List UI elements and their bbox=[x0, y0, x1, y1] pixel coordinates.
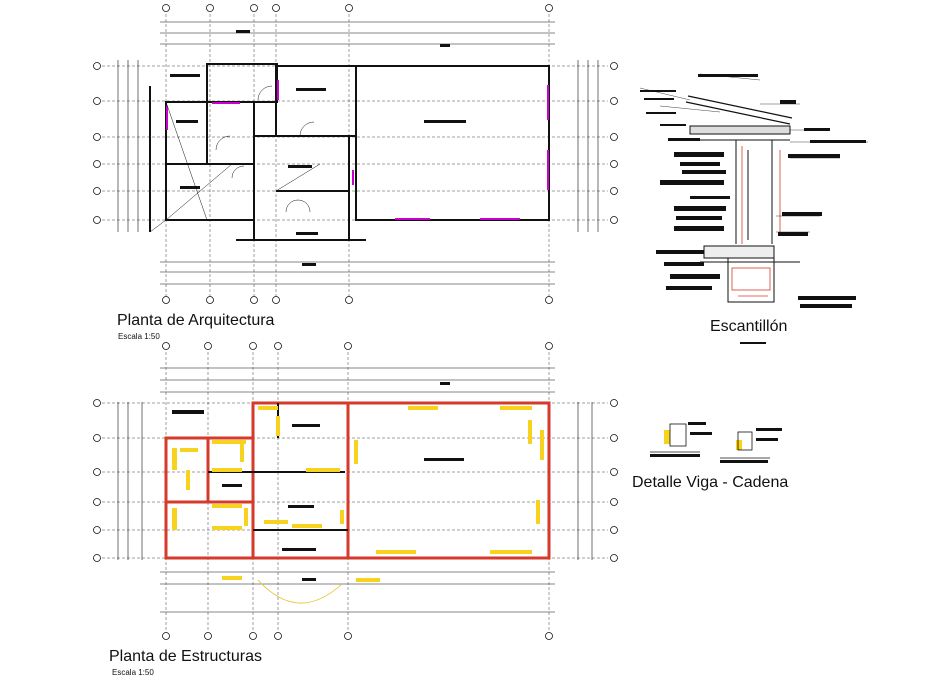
structure-horizontal-axes bbox=[102, 402, 608, 559]
beam-detail-notes bbox=[650, 422, 782, 463]
wall-section-title: Escantillón bbox=[710, 318, 788, 335]
section-annotation-blocks bbox=[640, 74, 866, 344]
structure-bottom-dimension-lines bbox=[160, 571, 555, 613]
structure-right-dimension-lines bbox=[577, 402, 593, 560]
section-reinforcement bbox=[731, 146, 781, 297]
entrance-arc bbox=[257, 579, 343, 604]
left-dimension-lines bbox=[117, 60, 139, 232]
structure-plan-title: Planta de Estructuras bbox=[109, 648, 262, 665]
bottom-dimension-lines bbox=[160, 261, 555, 285]
structural-elements bbox=[172, 406, 742, 582]
architecture-room-labels bbox=[170, 30, 466, 266]
structure-vertical-axes bbox=[165, 352, 550, 632]
architecture-axis-bubbles bbox=[93, 4, 618, 304]
roof-slope bbox=[685, 95, 793, 125]
architecture-windows bbox=[166, 80, 549, 220]
structure-plan-scale: Escala 1:50 bbox=[112, 668, 154, 677]
stair-diagonals bbox=[149, 101, 321, 233]
architecture-plan bbox=[93, 4, 618, 304]
top-dimension-lines bbox=[160, 21, 555, 45]
structure-top-dimension-lines bbox=[160, 367, 555, 393]
right-dimension-lines bbox=[577, 60, 599, 232]
beam-section bbox=[650, 423, 770, 459]
beam-detail-drawing bbox=[650, 422, 782, 463]
wall-column bbox=[735, 140, 773, 244]
structure-plan bbox=[93, 342, 742, 640]
architecture-plan-title: Planta de Arquitectura bbox=[117, 312, 275, 329]
structure-left-dimension-lines bbox=[117, 402, 143, 560]
beam-detail-title: Detalle Viga - Cadena bbox=[632, 474, 789, 491]
perimeter-beams bbox=[164, 401, 551, 560]
wall-section-drawing bbox=[639, 73, 868, 344]
roof-slab bbox=[689, 125, 791, 141]
architecture-walls bbox=[149, 63, 550, 241]
architecture-plan-scale: Escala 1:50 bbox=[118, 332, 160, 341]
vertical-grid-axes bbox=[165, 14, 550, 296]
door-swings bbox=[215, 85, 315, 213]
structure-room-labels bbox=[172, 382, 464, 581]
structure-axis-bubbles bbox=[93, 342, 618, 640]
